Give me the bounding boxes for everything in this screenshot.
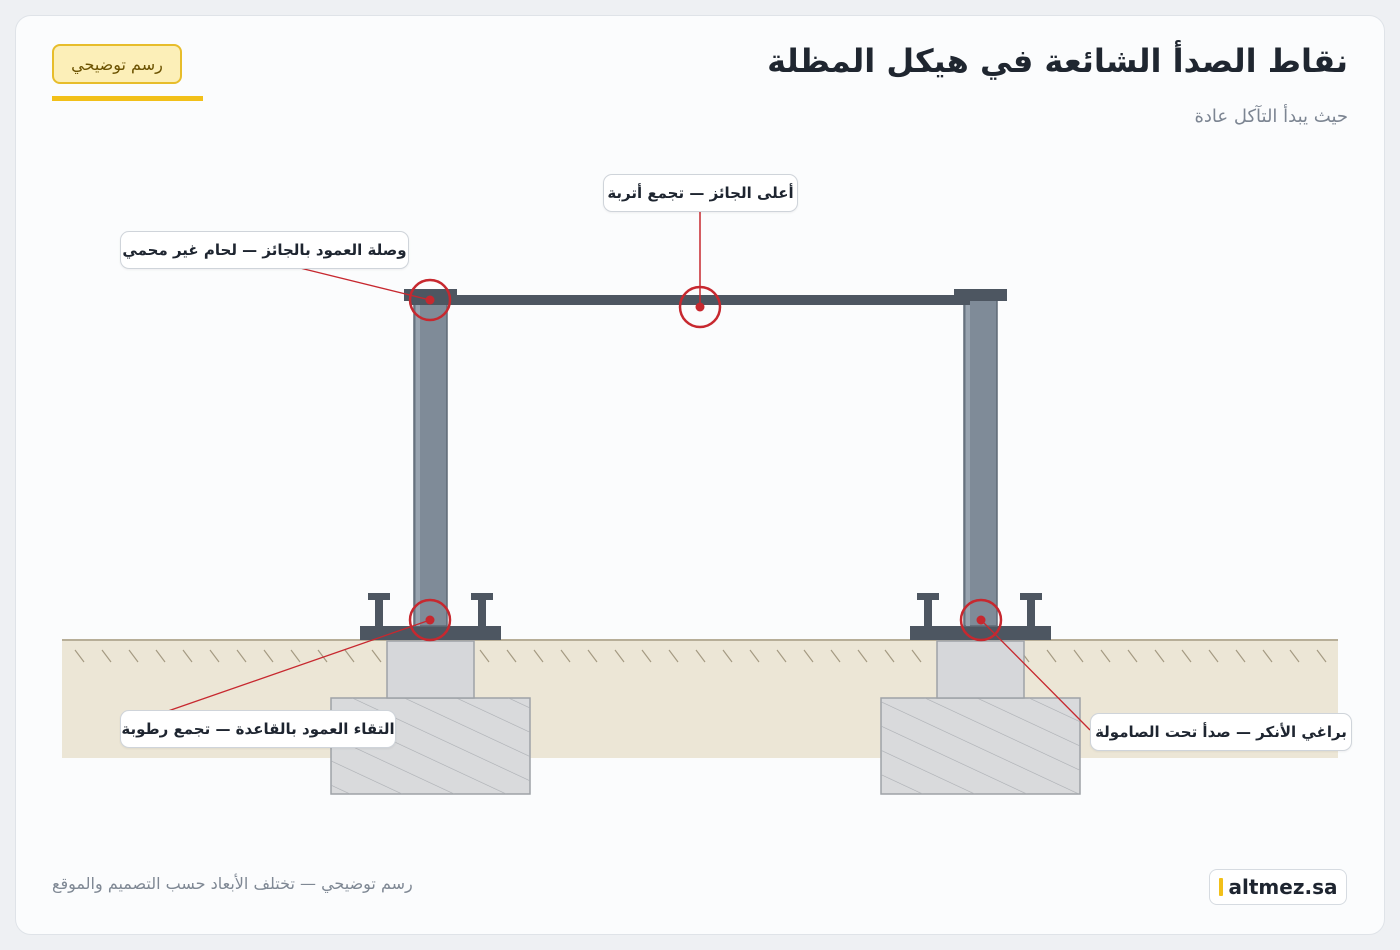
callout-beam-top: أعلى الجائز — تجمع أتربة — [603, 174, 798, 212]
leader-line-column-base — [167, 619, 431, 712]
ground-texture-tick — [668, 649, 679, 663]
ground-texture-tick — [560, 649, 571, 663]
ground-texture-tick — [1208, 649, 1219, 663]
callout-anchor-bolts: براغي الأنكر — صدأ تحت الصامولة — [1090, 713, 1352, 751]
leader-line-anchor-bolts — [980, 619, 1091, 731]
ground-texture-tick — [695, 649, 706, 663]
ground-texture-tick — [1235, 649, 1246, 663]
ground-texture-tick — [1316, 649, 1327, 663]
ground-texture-tick — [1127, 649, 1138, 663]
ground-texture-tick — [884, 649, 895, 663]
rust-marker-beam-top — [678, 285, 722, 329]
right-column-cap — [954, 289, 1007, 301]
left-pedestal — [386, 640, 475, 699]
left-base-plate — [360, 626, 501, 640]
ground-texture-tick — [776, 649, 787, 663]
rust-marker-column-base — [408, 598, 452, 642]
left-anchor-bolts — [368, 593, 493, 626]
rust-marker-anchor-bolts — [959, 598, 1003, 642]
ground-texture-tick — [722, 649, 733, 663]
badge-underline — [52, 96, 203, 101]
right-pedestal — [936, 640, 1025, 699]
ground-texture-tick — [1046, 649, 1057, 663]
ground-texture-tick — [911, 649, 922, 663]
page-subtitle: حيث يبدأ التآكل عادة — [1194, 106, 1348, 127]
right-footing-hatch — [881, 698, 1080, 794]
ground-texture-tick — [1181, 649, 1192, 663]
page-title: نقاط الصدأ الشائعة في هيكل المظلة — [767, 42, 1348, 80]
ground-texture-tick — [506, 649, 517, 663]
ground-texture-tick — [830, 649, 841, 663]
brand-accent-bar — [1218, 878, 1223, 896]
ground-texture-tick — [803, 649, 814, 663]
left-column-cap — [404, 289, 457, 301]
illustration-badge: رسم توضيحي — [52, 44, 182, 84]
ground-texture-tick — [1262, 649, 1273, 663]
top-beam — [410, 295, 970, 305]
ground-texture-tick — [857, 649, 868, 663]
ground-texture-tick — [182, 649, 193, 663]
right-anchor-bolts — [917, 593, 1042, 626]
ground-texture-tick — [371, 649, 382, 663]
ground-texture-tick — [155, 649, 166, 663]
ground-texture-tick — [290, 649, 301, 663]
ground-texture-tick — [1289, 649, 1300, 663]
ground-texture-tick — [587, 649, 598, 663]
brand-text: altmez.sa — [1228, 875, 1338, 899]
callout-column-base: التقاء العمود بالقاعدة — تجمع رطوبة — [120, 710, 396, 748]
ground-texture-tick — [209, 649, 220, 663]
ground-texture-tick — [317, 649, 328, 663]
ground-texture-tick — [344, 649, 355, 663]
ground-texture-tick — [236, 649, 247, 663]
ground-texture-tick — [641, 649, 652, 663]
ground-texture-tick — [263, 649, 274, 663]
ground-texture-tick — [749, 649, 760, 663]
footnote: رسم توضيحي — تختلف الأبعاد حسب التصميم و… — [52, 874, 413, 893]
diagram-card — [15, 15, 1385, 935]
callout-column-beam-joint: وصلة العمود بالجائز — لحام غير محمي — [120, 231, 409, 269]
ground-texture-tick — [1100, 649, 1111, 663]
leader-line-column-beam-joint — [299, 267, 431, 301]
ground-texture-tick — [533, 649, 544, 663]
ground-texture-tick — [479, 649, 490, 663]
ground-texture-tick — [1154, 649, 1165, 663]
ground-texture — [74, 649, 1327, 663]
right-base-plate — [910, 626, 1051, 640]
ground-texture-tick — [1073, 649, 1084, 663]
ground-texture-tick — [74, 649, 85, 663]
ground-texture-tick — [101, 649, 112, 663]
brand-logo[interactable]: altmez.sa — [1209, 869, 1347, 905]
rust-marker-column-beam-joint — [408, 278, 452, 322]
ground-texture-tick — [614, 649, 625, 663]
ground-texture-tick — [128, 649, 139, 663]
